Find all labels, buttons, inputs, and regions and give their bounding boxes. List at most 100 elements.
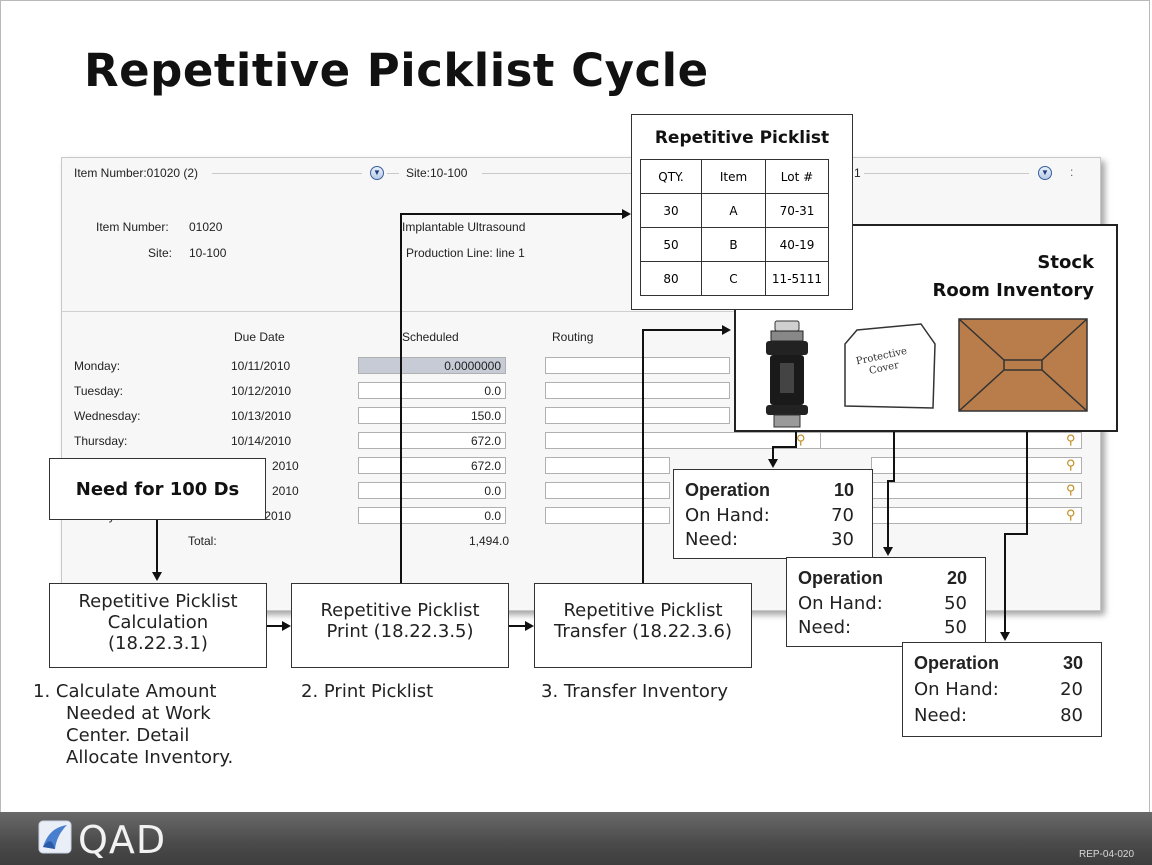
connector-line [772,446,774,459]
table-row: 30 A 70-31 [640,193,829,228]
table-cell: 11-5111 [765,261,829,296]
need-label: Need: [914,705,968,726]
routing-field[interactable] [545,507,670,524]
need-value: 80 [1060,705,1083,726]
item-number-combo[interactable]: Item Number:01020 (2) [74,166,199,180]
routing-header: Routing [552,330,594,344]
column-header: Lot # [765,159,829,194]
on-hand-label: On Hand: [798,593,883,614]
scheduled-field[interactable]: 672.0 [358,432,506,449]
scheduled-field[interactable]: 150.0 [358,407,506,424]
search-icon[interactable]: ⚲ [1066,432,1076,447]
due-date: 10/13/2010 [231,409,292,423]
table-row: 50 B 40-19 [640,227,829,262]
search-icon[interactable]: ⚲ [1066,457,1076,472]
production-line-combo[interactable]: 1 [854,166,861,180]
step-1-description: 1. Calculate Amount Needed at Work Cente… [33,681,233,769]
connector-part-icon [766,320,808,428]
connector-line [266,625,282,627]
combo-divider [387,173,399,174]
total-value: 1,494.0 [469,534,510,548]
due-date: 10/11/2010 [231,359,291,373]
cardboard-box-icon [958,318,1088,412]
day-label: Monday: [74,359,121,373]
step-line: Needed at Work [66,703,211,724]
connector-line [400,213,402,587]
process-line: Repetitive Picklist [78,591,238,612]
process-line: Repetitive Picklist [320,600,480,621]
due-date: 2010 [272,459,299,473]
site-value: 10-100 [189,246,227,260]
due-date: 10/14/2010 [231,434,292,448]
table-cell: 30 [640,193,702,228]
connector-line [795,432,797,448]
operation-number: 20 [946,568,967,588]
routing-field[interactable] [871,507,1082,524]
search-icon[interactable]: ⚲ [1066,507,1076,522]
table-cell: A [701,193,766,228]
routing-field[interactable] [545,357,730,374]
document-code: REP-04-020 [1079,849,1135,860]
item-description: Implantable Ultrasound [402,220,526,234]
scheduled-field[interactable]: 0.0000000 [358,357,506,374]
scheduled-field[interactable]: 0.0 [358,482,506,499]
day-label: Wednesday: [74,409,141,423]
table-header-row: QTY. Item Lot # [640,159,829,194]
calculation-process-box: Repetitive Picklist Calculation (18.22.3… [49,583,267,668]
on-hand-value: 70 [831,505,854,526]
connector-line [1026,407,1028,535]
operation-10-box: Operation 10 On Hand: 70 Need: 30 [673,469,873,559]
table-row: 80 C 11-5111 [640,261,829,296]
column-header: Item [701,159,766,194]
overflow-marker: : [1070,165,1074,179]
on-hand-value: 50 [944,593,967,614]
routing-field[interactable] [545,382,730,399]
operation-label: Operation [914,653,1000,673]
need-label: Need: [798,617,852,638]
routing-field[interactable] [871,457,1082,474]
connector-line [772,446,797,448]
need-value: 50 [944,617,967,638]
print-process-box: Repetitive Picklist Print (18.22.3.5) [291,583,509,668]
qad-logo-text: QAD [78,818,167,862]
table-cell: 50 [640,227,702,262]
scheduled-field[interactable]: 0.0 [358,507,506,524]
connector-line [893,407,895,480]
connector-line [1004,533,1006,632]
arrow-right-icon [525,621,534,631]
scheduled-field[interactable]: 672.0 [358,457,506,474]
step-2-description: 2. Print Picklist [301,681,434,702]
routing-field[interactable] [545,482,670,499]
routing-field[interactable] [820,432,1082,449]
column-header: QTY. [640,159,702,194]
picklist-table: QTY. Item Lot # 30 A 70-31 50 B 40-19 80… [640,159,829,296]
arrow-down-icon [883,547,893,556]
step-line: Allocate Inventory. [66,747,234,768]
picklist-title: Repetitive Picklist [654,128,830,148]
operation-20-box: Operation 20 On Hand: 50 Need: 50 [786,557,986,647]
search-icon[interactable]: ⚲ [796,432,806,447]
chevron-down-icon[interactable]: ▼ [1038,166,1052,180]
process-line: Print (18.22.3.5) [326,621,474,642]
scheduled-field[interactable]: 0.0 [358,382,506,399]
step-line: Center. Detail [66,725,190,746]
operation-label: Operation [798,568,884,588]
table-cell: 40-19 [765,227,829,262]
site-combo[interactable]: Site:10-100 [406,166,468,180]
combo-divider [482,173,632,174]
item-number-label: Item Number: [96,220,169,234]
on-hand-label: On Hand: [685,505,770,526]
operation-number: 10 [833,480,854,500]
arrow-right-icon [722,325,731,335]
chevron-down-icon[interactable]: ▼ [370,166,384,180]
step-3-description: 3. Transfer Inventory [541,681,728,702]
process-line: (18.22.3.1) [108,633,208,654]
routing-field[interactable] [545,407,730,424]
connector-line [887,480,889,548]
routing-field[interactable] [871,482,1082,499]
routing-field[interactable] [545,457,670,474]
qad-logo-icon [38,820,72,854]
need-value: 30 [831,529,854,550]
total-label: Total: [188,534,217,548]
search-icon[interactable]: ⚲ [1066,482,1076,497]
